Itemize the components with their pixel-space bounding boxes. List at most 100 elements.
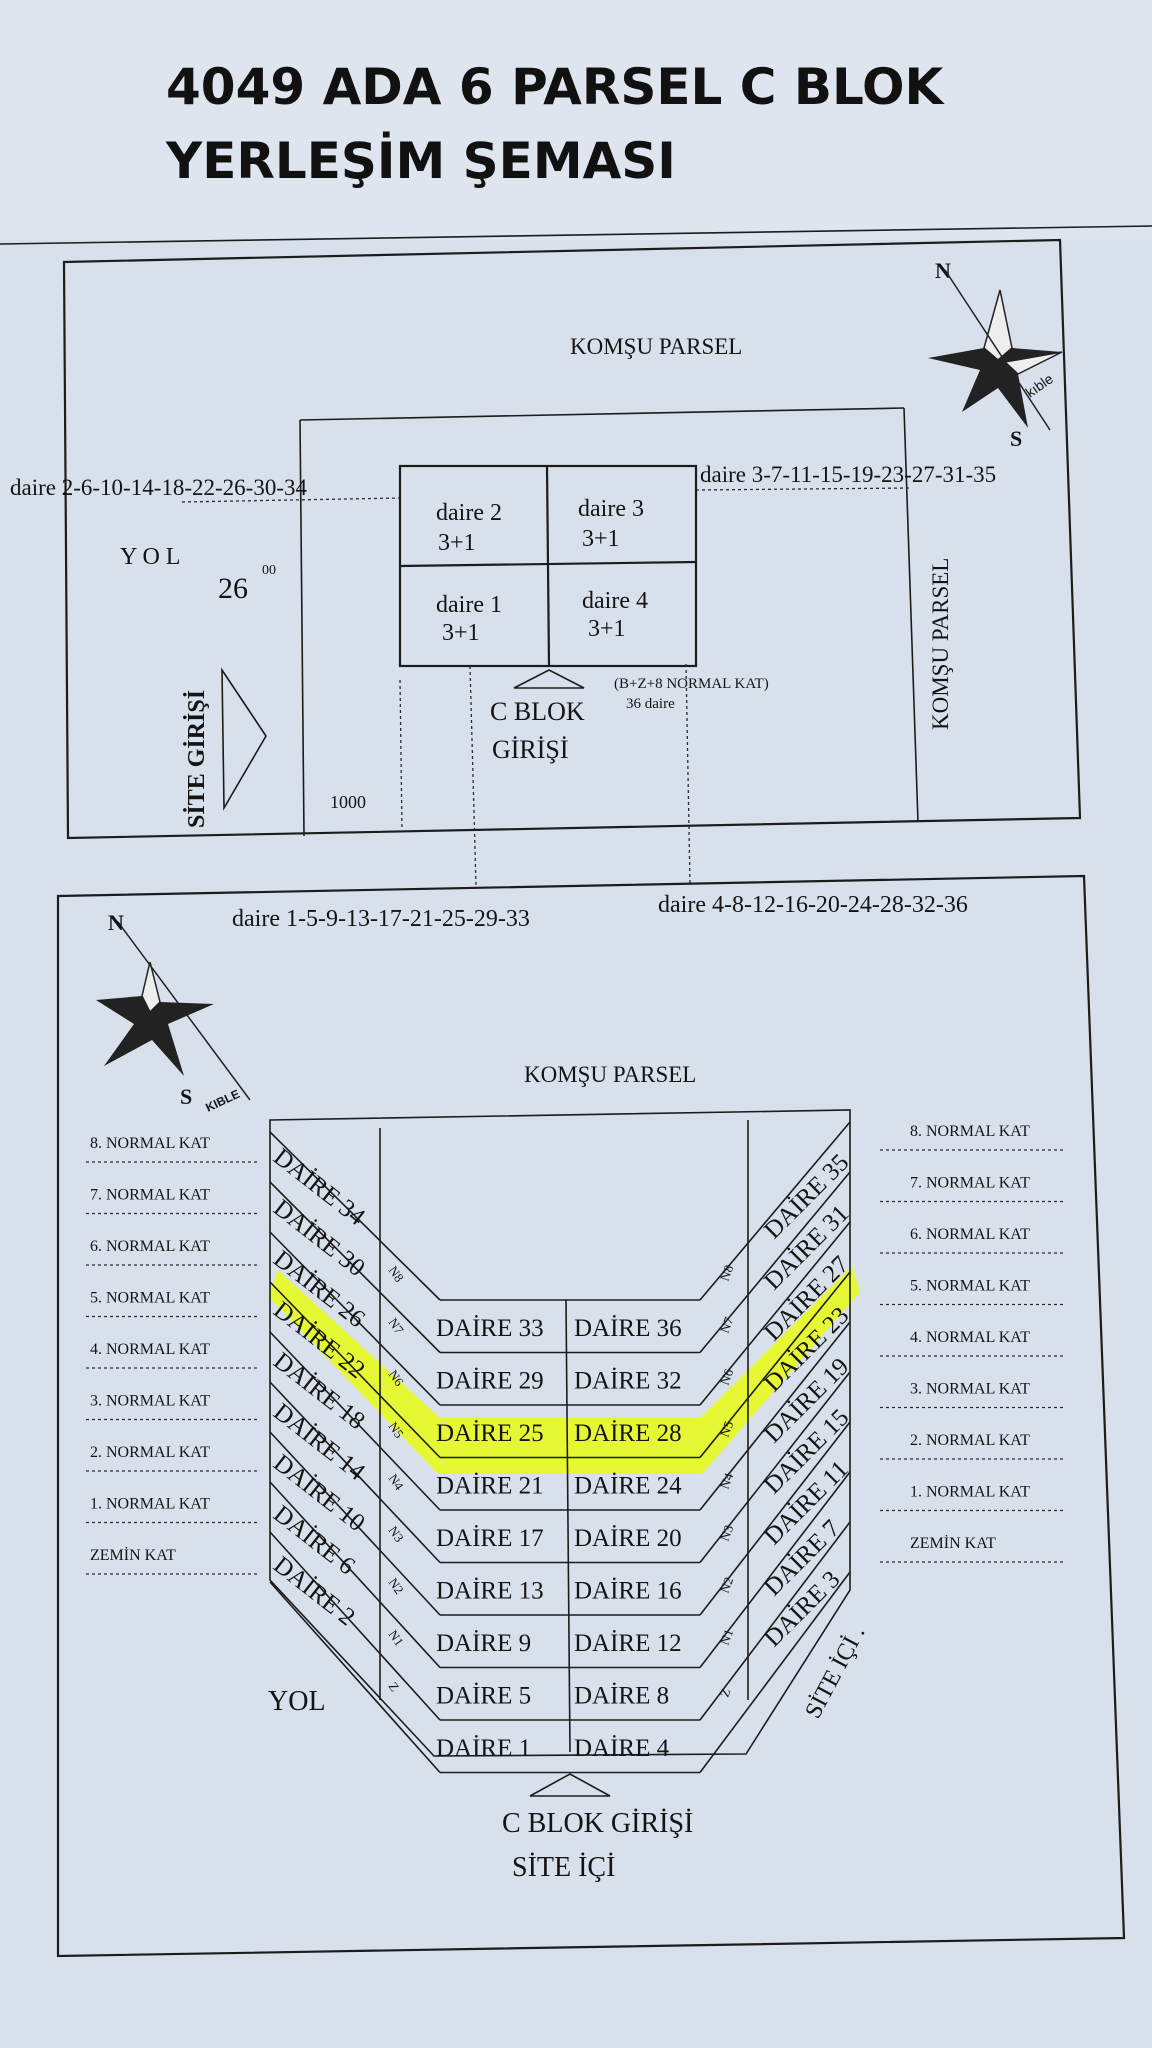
floor-label-left: ZEMİN KAT bbox=[90, 1546, 176, 1564]
north-label: N bbox=[935, 258, 951, 283]
neighbor-parcel-bottom: KOMŞU PARSEL bbox=[524, 1062, 696, 1087]
unit-label: daire 1 bbox=[436, 592, 502, 618]
floor-section: daire 1-5-9-13-17-21-25-29-33 daire 4-8-… bbox=[56, 874, 1126, 1958]
building-zone-right bbox=[903, 407, 919, 823]
unit-label: daire 3 bbox=[578, 496, 644, 522]
unit-type: 3+1 bbox=[438, 530, 476, 556]
floor-label-left: 6. NORMAL KAT bbox=[90, 1238, 210, 1255]
block-entrance-line-1: C BLOK bbox=[490, 697, 585, 726]
wing-right-line bbox=[699, 1571, 851, 1773]
road-label-bottom: YOL bbox=[268, 1686, 326, 1717]
unit-cell-left: DAİRE 33 bbox=[436, 1315, 544, 1342]
unit-cell-right: DAİRE 8 bbox=[574, 1683, 669, 1710]
floor-label-right: ZEMİN KAT bbox=[910, 1534, 996, 1552]
wing-left-line bbox=[269, 1231, 441, 1406]
unit-cell-left: DAİRE 9 bbox=[436, 1630, 531, 1657]
south-label-2: S bbox=[180, 1084, 192, 1109]
road-label: Y O L bbox=[120, 544, 180, 570]
floor-label-left: 1. NORMAL KAT bbox=[90, 1496, 210, 1513]
unit-cell-left: DAİRE 1 bbox=[436, 1735, 531, 1762]
floor-code-right: N6 bbox=[717, 1366, 737, 1387]
wing-left-line bbox=[269, 1531, 441, 1721]
unit-cell-left: DAİRE 5 bbox=[436, 1683, 531, 1710]
floor-code-right: N1 bbox=[717, 1627, 737, 1647]
series-bottom-left-label: daire 1-5-9-13-17-21-25-29-33 bbox=[232, 906, 530, 932]
block-count: 36 daire bbox=[626, 696, 675, 712]
floor-code-left: N1 bbox=[386, 1627, 407, 1649]
floor-code-right: N5 bbox=[717, 1419, 737, 1439]
road-width: 26 bbox=[218, 572, 248, 605]
floor-label-right: 1. NORMAL KAT bbox=[910, 1484, 1030, 1501]
wing-right-line bbox=[699, 1121, 851, 1301]
title-line-1: 4049 ADA 6 PARSEL C BLOK bbox=[166, 58, 946, 116]
unit-label: daire 4 bbox=[582, 588, 648, 614]
floor-code-right: N3 bbox=[717, 1523, 737, 1543]
highlight-band bbox=[268, 1266, 860, 1474]
floor-code-left: N2 bbox=[386, 1575, 407, 1597]
unit-type: 3+1 bbox=[442, 620, 480, 646]
floor-label-right: 6. NORMAL KAT bbox=[910, 1226, 1030, 1243]
building-zone-top bbox=[299, 407, 905, 421]
floor-label-left: 7. NORMAL KAT bbox=[90, 1187, 210, 1204]
floor-label-left: 2. NORMAL KAT bbox=[90, 1444, 210, 1461]
wing-right-line bbox=[699, 1221, 851, 1406]
parcel-boundary bbox=[62, 238, 1082, 840]
unit-cell-left: DAİRE 13 bbox=[436, 1578, 544, 1605]
floor-code-left: N5 bbox=[386, 1419, 407, 1441]
road-width-sup: 00 bbox=[262, 563, 276, 578]
floor-label-left: 4. NORMAL KAT bbox=[90, 1341, 210, 1358]
unit-cell-left: DAİRE 25 bbox=[436, 1420, 544, 1447]
block-note: (B+Z+8 NORMAL KAT) bbox=[614, 676, 769, 692]
wing-left-line bbox=[269, 1431, 441, 1616]
floor-label-right: 7. NORMAL KAT bbox=[910, 1175, 1030, 1192]
block-entrance-bottom: C BLOK GİRİŞİ bbox=[502, 1808, 693, 1839]
unit-cell-right: DAİRE 36 bbox=[574, 1315, 682, 1342]
unit-cell-left: DAİRE 17 bbox=[436, 1525, 544, 1552]
unit-cell-right: DAİRE 20 bbox=[574, 1525, 682, 1552]
unit-cell-right: DAİRE 12 bbox=[574, 1630, 682, 1657]
series-left-label: daire 2-6-10-14-18-22-26-30-34 bbox=[10, 475, 307, 500]
unit-type: 3+1 bbox=[582, 526, 620, 552]
wing-right-line bbox=[699, 1271, 851, 1459]
wing-right-line bbox=[699, 1371, 851, 1563]
wing-right-line bbox=[699, 1171, 851, 1354]
series-right-label: daire 3-7-11-15-19-23-27-31-35 bbox=[700, 462, 996, 487]
wing-right-line bbox=[699, 1421, 851, 1616]
floor-label-right: 2. NORMAL KAT bbox=[910, 1432, 1030, 1449]
wing-left-line bbox=[269, 1481, 441, 1669]
unit-cell-right: DAİRE 24 bbox=[574, 1473, 682, 1500]
block-entrance-line-2: GİRİŞİ bbox=[492, 735, 569, 764]
unit-cell-left: DAİRE 21 bbox=[436, 1473, 544, 1500]
unit-cell-right: DAİRE 32 bbox=[574, 1368, 682, 1395]
floor-label-right: 5. NORMAL KAT bbox=[910, 1278, 1030, 1295]
floor-label-right: 8. NORMAL KAT bbox=[910, 1123, 1030, 1140]
south-label: S bbox=[1010, 426, 1022, 451]
unit-cell-right: DAİRE 28 bbox=[574, 1420, 682, 1447]
floor-code-right: N4 bbox=[717, 1470, 737, 1491]
section-outline bbox=[269, 1109, 851, 1774]
floor-code-left: N3 bbox=[386, 1523, 407, 1545]
site-inside-bottom: SİTE İÇİ bbox=[512, 1852, 615, 1883]
neighbor-parcel-right: KOMŞU PARSEL bbox=[928, 558, 953, 730]
road-edge-line bbox=[299, 419, 305, 837]
floor-label-right: 3. NORMAL KAT bbox=[910, 1381, 1030, 1398]
floor-label-left: 5. NORMAL KAT bbox=[90, 1290, 210, 1307]
wing-left-line bbox=[269, 1131, 441, 1301]
building-footprint: daire 2 3+1 daire 3 3+1 daire 1 3+1 dair… bbox=[398, 464, 698, 668]
north-label-2: N bbox=[108, 910, 124, 935]
neighbor-parcel-top: KOMŞU PARSEL bbox=[570, 334, 742, 359]
wing-right-line bbox=[699, 1521, 851, 1721]
series-bottom-right-label: daire 4-8-12-16-20-24-28-32-36 bbox=[658, 892, 968, 918]
site-entrance-arrow-icon bbox=[221, 667, 267, 811]
floor-label-left: 8. NORMAL KAT bbox=[90, 1135, 210, 1152]
wing-left-line bbox=[269, 1331, 441, 1511]
wing-right-line bbox=[699, 1321, 851, 1511]
floor-label-right: 4. NORMAL KAT bbox=[910, 1329, 1030, 1346]
floor-label-left: 3. NORMAL KAT bbox=[90, 1393, 210, 1410]
title-line-2: YERLEŞİM ŞEMASI bbox=[165, 132, 676, 190]
section-frame bbox=[56, 874, 1126, 1958]
floor-code-left: N8 bbox=[386, 1263, 407, 1285]
site-entrance-label: SİTE GİRİŞİ bbox=[184, 690, 210, 828]
